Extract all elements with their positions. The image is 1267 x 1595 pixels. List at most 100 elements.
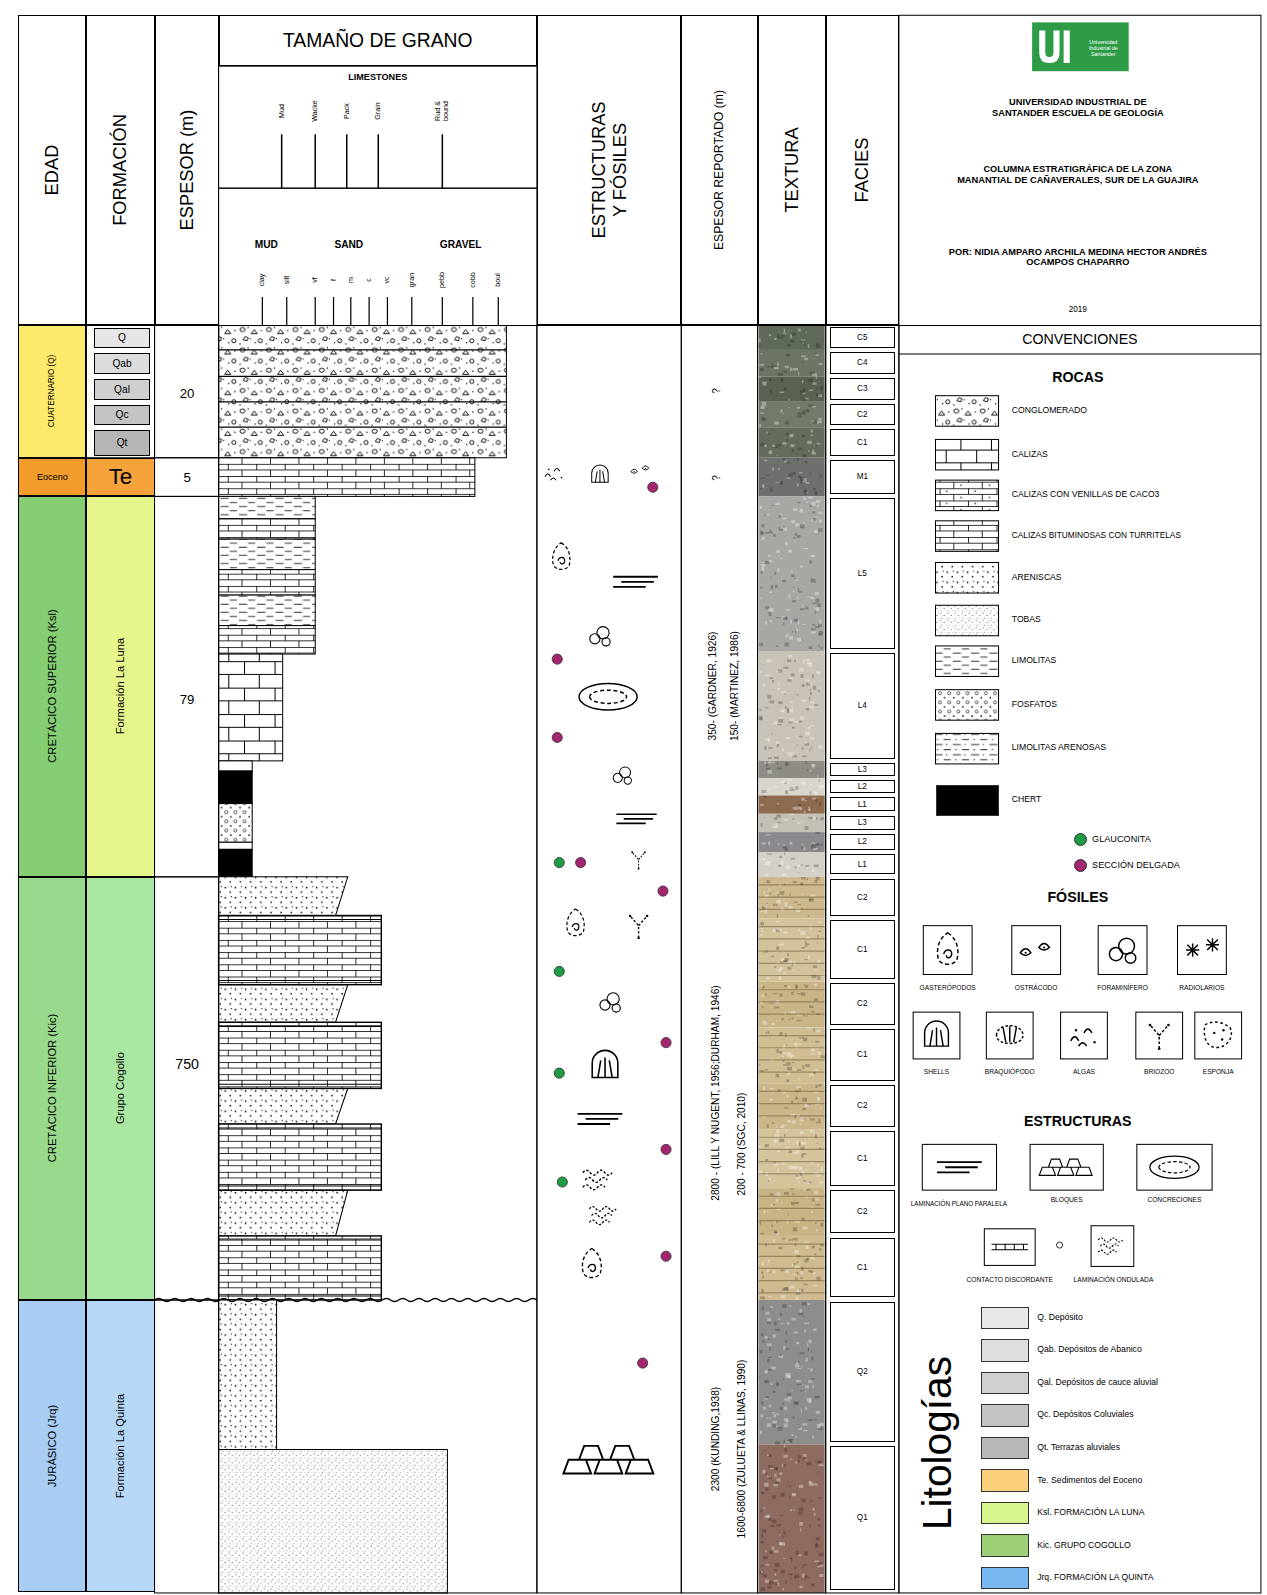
legend-entry: Jrq. FORMACIÓN LA QUINTA (1037, 1567, 1251, 1589)
texture-speck (811, 631, 816, 633)
texture-speck (810, 1119, 815, 1121)
texture-speck (794, 1202, 799, 1204)
texture-speck (818, 1470, 819, 1473)
texture-speck (761, 1272, 763, 1275)
texture-speck (798, 329, 801, 332)
texture-speck (793, 881, 797, 883)
texture-speck (792, 1120, 795, 1124)
texture-speck (799, 1124, 802, 1125)
texture-speck (809, 956, 810, 960)
texture-speck (776, 1524, 781, 1526)
column-cell: CUATERNARIO (Q) (18, 325, 86, 457)
texture-speck (774, 1474, 776, 1477)
texture-speck (774, 817, 778, 820)
rotated-text-holder: Grain (374, 91, 382, 130)
structure-sample (984, 1229, 1035, 1266)
legend-entry: BRAQUIÓPODO (973, 1062, 1046, 1082)
algae-symbol (545, 468, 562, 480)
rotated-text-holder: JURÁSICO (Jrq) (46, 1302, 59, 1591)
legend-samples (913, 396, 1241, 1267)
column-frame (758, 326, 826, 1593)
texture-speck (793, 1166, 798, 1170)
texture-speck (792, 807, 793, 809)
texture-speck (761, 1571, 763, 1573)
cell-text: Q2 (857, 1367, 868, 1376)
scale-tick (442, 134, 444, 188)
legend-text: LIMOLITAS ARENOSAS (1012, 743, 1106, 753)
texture-speck (812, 1272, 815, 1274)
texture-speck (806, 708, 810, 710)
texture-speck (797, 638, 801, 642)
brachiopod-symbol (997, 1026, 1023, 1044)
legend-text: CALIZAS (1012, 450, 1048, 460)
label-text: boul (494, 266, 502, 293)
texture-speck (763, 684, 766, 686)
texture-speck (784, 1449, 787, 1452)
label-box: cobb (467, 264, 479, 295)
column-cell: Qab (94, 353, 151, 374)
legend-text: OSTRÁCODO (1015, 984, 1058, 992)
texture-speck (782, 1535, 783, 1539)
texture-speck (819, 1119, 821, 1122)
texture-speck (783, 1378, 784, 1380)
texture-speck (802, 747, 804, 749)
texture-speck (777, 822, 781, 823)
label-box: POR: NIDIA AMPARO ARCHILA MEDINA HECTOR … (946, 230, 1210, 285)
limestone-bed (219, 915, 382, 984)
texture-speck (797, 1261, 798, 1263)
texture-speck (809, 899, 812, 900)
texture-speck (817, 1097, 820, 1101)
texture-speck (812, 674, 814, 678)
texture-speck (765, 993, 766, 996)
legend-dot (1074, 859, 1087, 872)
column-cell: L1 (830, 797, 895, 811)
texture-speck (761, 790, 766, 793)
texture-speck (774, 1569, 777, 1571)
texture-speck (818, 512, 822, 514)
label-box: 350- (GARDNER, 1926) (702, 569, 724, 803)
texture-speck (781, 1057, 784, 1058)
texture-speck (813, 1508, 815, 1511)
column-cell: C1 (830, 1029, 895, 1081)
texture-speck (771, 1204, 773, 1206)
cell-text: ESPESOR REPORTADO (m) (712, 17, 726, 323)
texture-speck (816, 1537, 820, 1540)
texture-speck (782, 518, 786, 520)
texture-speck (778, 1247, 782, 1249)
texture-speck (769, 1348, 771, 1351)
texture-speck (769, 1581, 773, 1585)
texture-speck (815, 1222, 817, 1223)
thickness-cell (155, 326, 219, 458)
texture-speck (762, 1006, 764, 1007)
texture-speck (768, 612, 771, 616)
texture-speck (792, 449, 794, 452)
shell-symbol (592, 1050, 618, 1077)
rotated-text-holder: 200 - 700 (SGC, 2010) (736, 1009, 748, 1280)
texture-speck (766, 561, 767, 562)
column-cell: Te (86, 458, 154, 497)
texture-speck (791, 574, 794, 577)
texture-speck (808, 1308, 809, 1309)
texture-speck (765, 707, 769, 708)
texture-speck (800, 477, 805, 481)
texture-speck (793, 586, 794, 587)
texture-speck (821, 1223, 824, 1227)
column-cell: L5 (830, 498, 895, 648)
concretion-stroke (1150, 1156, 1199, 1178)
texture-photo (759, 877, 825, 919)
texture-speck (765, 1336, 768, 1339)
texture-speck (798, 1427, 800, 1428)
texture-speck (818, 1525, 821, 1527)
texture-speck (777, 455, 778, 456)
lamination-symbol (613, 577, 658, 587)
shell-stroke (592, 1050, 618, 1077)
texture-speck (819, 844, 823, 846)
texture-speck (779, 943, 784, 945)
texture-speck (802, 1302, 807, 1305)
thickness-cell (155, 1300, 219, 1593)
foram-stroke (590, 634, 600, 644)
texture-speck (776, 815, 781, 818)
texture-speck (780, 1313, 782, 1316)
texture-speck (789, 636, 793, 640)
texture-speck (801, 435, 805, 437)
